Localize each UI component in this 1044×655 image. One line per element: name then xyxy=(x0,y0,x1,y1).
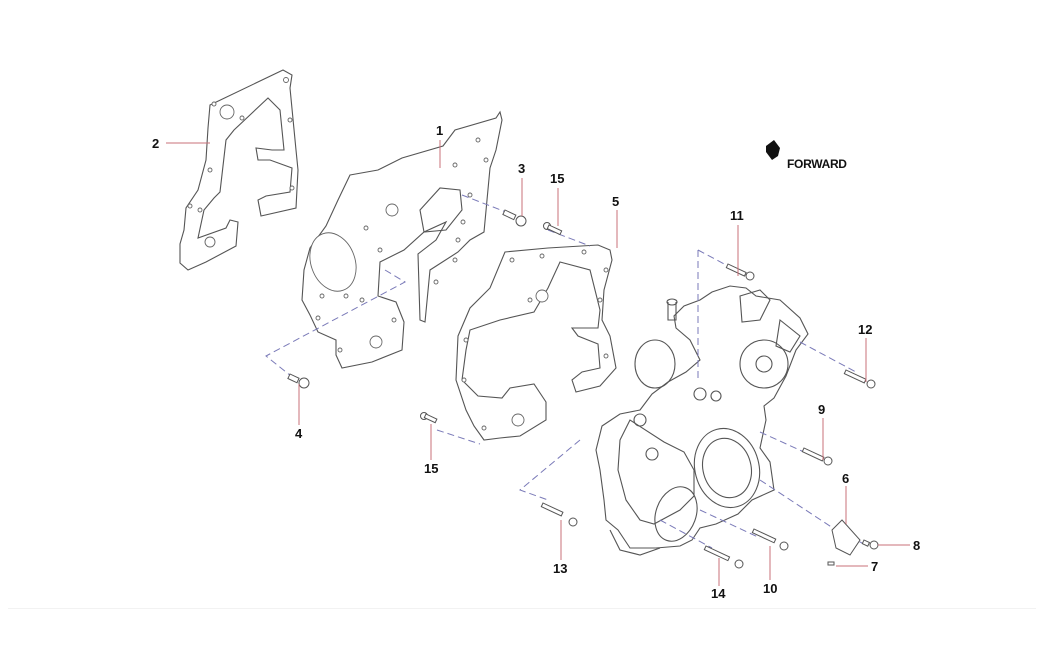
forward-arrow-icon xyxy=(766,140,780,160)
forward-direction-label: FORWARD xyxy=(787,157,847,171)
callout-6: 6 xyxy=(842,471,850,486)
bolt-12 xyxy=(843,369,876,389)
divider xyxy=(8,608,1036,609)
callout-3: 3 xyxy=(518,161,526,176)
bolt-13 xyxy=(540,502,578,527)
part-1-plate xyxy=(301,110,503,369)
callout-7: 7 xyxy=(871,559,879,574)
part-timing-cover-assembly xyxy=(595,285,809,556)
pin-7 xyxy=(827,561,835,566)
part-5-gasket xyxy=(455,244,617,441)
bolt-4 xyxy=(287,373,310,389)
bolt-3 xyxy=(502,209,527,227)
bolt-8 xyxy=(861,539,879,550)
bolt-11 xyxy=(725,263,755,281)
bracket-6 xyxy=(831,519,861,556)
assembly-lines xyxy=(265,194,865,549)
callout-15-lower: 15 xyxy=(424,461,439,476)
callout-15-upper: 15 xyxy=(550,171,565,186)
callout-9: 9 xyxy=(818,402,826,417)
callout-10: 10 xyxy=(763,581,778,596)
callout-1: 1 xyxy=(436,123,444,138)
part-2-gasket xyxy=(179,69,299,271)
callout-4: 4 xyxy=(295,426,303,441)
callout-14: 14 xyxy=(711,586,726,601)
callout-5: 5 xyxy=(612,194,620,209)
leader-lines xyxy=(166,140,910,586)
callout-8: 8 xyxy=(913,538,921,553)
bolts xyxy=(287,209,879,569)
bolt-10 xyxy=(751,528,789,551)
bolt-9 xyxy=(801,447,833,466)
callout-13: 13 xyxy=(553,561,568,576)
callout-11: 11 xyxy=(730,208,744,223)
callout-2: 2 xyxy=(152,136,160,151)
callout-12: 12 xyxy=(858,322,873,337)
bolt-15-upper xyxy=(543,222,563,236)
bolt-15-lower xyxy=(420,412,438,424)
bolt-14 xyxy=(703,545,744,569)
